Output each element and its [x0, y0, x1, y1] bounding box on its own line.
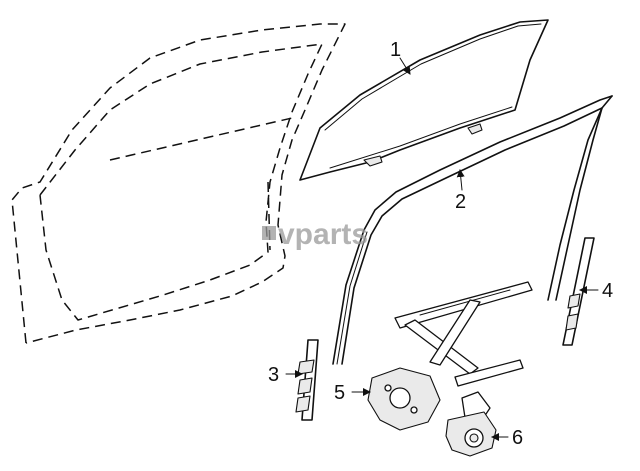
callout-4: 4 — [602, 280, 613, 302]
window-glass — [299, 19, 549, 181]
front-channel — [562, 237, 595, 346]
rear-channel — [295, 339, 319, 421]
callout-5: 5 — [334, 382, 345, 404]
callout-6: 6 — [512, 427, 523, 449]
callout-2: 2 — [455, 191, 466, 213]
door-outline — [11, 23, 346, 344]
callout-leader-2 — [456, 169, 465, 191]
watermark-text: vparts — [278, 218, 368, 251]
window-run-channel — [332, 95, 613, 365]
watermark: vparts — [262, 218, 368, 251]
window-regulator — [367, 281, 533, 431]
callout-3: 3 — [268, 364, 279, 386]
callout-leader-1 — [399, 57, 411, 75]
callout-1: 1 — [390, 39, 401, 61]
regulator-motor — [445, 391, 497, 457]
